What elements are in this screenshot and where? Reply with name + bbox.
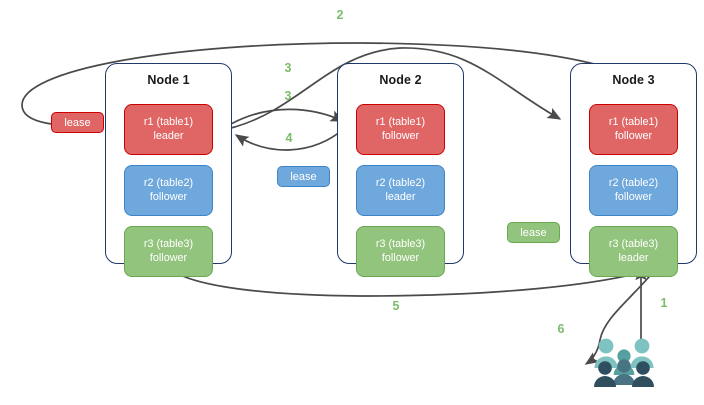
replica-node3-r1[interactable]: r1 (table1) follower bbox=[589, 104, 678, 155]
replica-name: r1 (table1) bbox=[608, 116, 659, 128]
replica-node1-r1[interactable]: r1 (table1) leader bbox=[124, 104, 213, 155]
replica-name: r2 (table2) bbox=[375, 177, 426, 189]
replica-name: r2 (table2) bbox=[143, 177, 194, 189]
users-group-icon bbox=[594, 338, 654, 387]
step-label-1: 1 bbox=[660, 296, 668, 310]
replica-node1-r2[interactable]: r2 (table2) follower bbox=[124, 165, 213, 216]
node-container-3[interactable]: Node 3 r1 (table1) follower r2 (table2) … bbox=[570, 63, 697, 277]
replica-role: follower bbox=[381, 129, 420, 142]
node-title-2: Node 2 bbox=[379, 73, 422, 87]
replica-role: follower bbox=[149, 251, 188, 264]
step-label-2: 2 bbox=[336, 8, 344, 22]
node-container-1[interactable]: Node 1 r1 (table1) leader r2 (table2) fo… bbox=[105, 63, 232, 277]
step-label-6: 6 bbox=[557, 322, 565, 336]
replica-node1-r3[interactable]: r3 (table3) follower bbox=[124, 226, 213, 277]
replica-node2-r1[interactable]: r1 (table1) follower bbox=[356, 104, 445, 155]
replica-role: follower bbox=[381, 251, 420, 264]
node-container-2[interactable]: Node 2 r1 (table1) follower r2 (table2) … bbox=[337, 63, 464, 277]
replica-name: r3 (table3) bbox=[608, 238, 659, 250]
replica-name: r2 (table2) bbox=[608, 177, 659, 189]
replica-node3-r3[interactable]: r3 (table3) leader bbox=[589, 226, 678, 277]
replica-name: r1 (table1) bbox=[143, 116, 194, 128]
replica-role: follower bbox=[149, 190, 188, 203]
replica-node2-r2[interactable]: r2 (table2) leader bbox=[356, 165, 445, 216]
step-label-3-upper: 3 bbox=[284, 61, 292, 75]
replica-name: r3 (table3) bbox=[375, 238, 426, 250]
step-label-3-lower: 3 bbox=[284, 89, 292, 103]
replica-role: follower bbox=[614, 129, 653, 142]
node-title-1: Node 1 bbox=[147, 73, 190, 87]
step-label-4: 4 bbox=[285, 131, 293, 145]
replica-name: r1 (table1) bbox=[375, 116, 426, 128]
step-label-5: 5 bbox=[392, 299, 400, 313]
replica-node2-r3[interactable]: r3 (table3) follower bbox=[356, 226, 445, 277]
lease-badge-blue[interactable]: lease bbox=[277, 166, 330, 187]
replica-node3-r2[interactable]: r2 (table2) follower bbox=[589, 165, 678, 216]
replica-role: leader bbox=[153, 129, 184, 142]
node-title-3: Node 3 bbox=[612, 73, 655, 87]
replica-role: leader bbox=[618, 251, 649, 264]
lease-badge-red[interactable]: lease bbox=[51, 112, 104, 133]
edge-3-to-node2 bbox=[230, 108, 345, 125]
replica-name: r3 (table3) bbox=[143, 238, 194, 250]
lease-badge-green[interactable]: lease bbox=[507, 222, 560, 243]
replica-role: leader bbox=[385, 190, 416, 203]
replica-role: follower bbox=[614, 190, 653, 203]
